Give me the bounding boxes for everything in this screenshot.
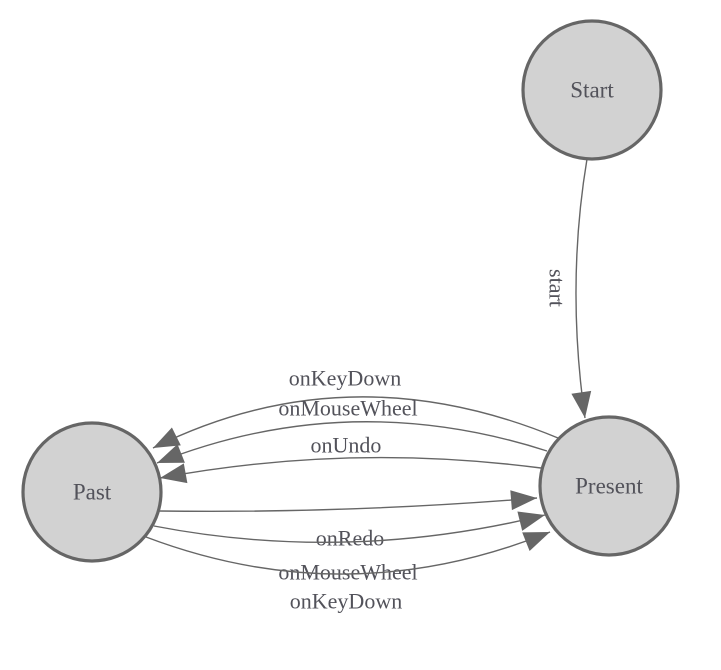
- edge-line-onkeydown-to-past: [152, 396, 559, 449]
- state-label-past: Past: [73, 480, 112, 505]
- state-circle-past: [21, 421, 163, 563]
- edge-label-start: start: [545, 269, 570, 307]
- edge-label-onkeydown-to-present: onKeyDown: [290, 589, 402, 614]
- edge-onundo-to-past: onUndo: [159, 433, 542, 484]
- edge-onkeydown-to-past: onKeyDown: [152, 366, 559, 449]
- arrowhead-start-to-present: [571, 390, 592, 418]
- state-node-past: Past: [21, 421, 163, 563]
- arrowhead-onmousewheel-to-past: [157, 444, 185, 463]
- arrowhead-onkeydown-to-past: [153, 427, 181, 448]
- edge-line-start: [575, 158, 588, 419]
- arrowhead-onredo-to-present: [510, 490, 537, 511]
- edge-onkeydown-to-present: onKeyDown: [145, 531, 551, 614]
- state-node-start: Start: [521, 19, 663, 161]
- edge-start-to-present: start: [545, 158, 592, 419]
- edge-line-onmousewheel-to-present: [153, 514, 546, 544]
- arrowhead-onmousewheel-to-present: [517, 511, 545, 531]
- state-circle-start: [521, 19, 663, 161]
- state-node-present: Present: [538, 415, 680, 557]
- edge-onredo-to-present: onRedo: [158, 490, 538, 551]
- edge-label-onredo-to-present: onRedo: [316, 526, 384, 551]
- edge-label-onkeydown-to-past: onKeyDown: [289, 366, 401, 391]
- edge-label-onundo-to-past: onUndo: [311, 433, 382, 458]
- arrowhead-onkeydown-to-present: [522, 532, 550, 551]
- state-label-present: Present: [575, 474, 643, 499]
- state-circle-present: [538, 415, 680, 557]
- edge-line-onredo-to-present: [158, 497, 538, 513]
- edge-line-onmousewheel-to-past: [156, 421, 548, 464]
- edge-line-onkeydown-to-present: [145, 531, 551, 575]
- arrowhead-onundo-to-past: [160, 463, 188, 484]
- edge-onmousewheel-to-past: onMouseWheel: [156, 396, 548, 464]
- edge-label-onmousewheel-to-past: onMouseWheel: [278, 396, 417, 421]
- state-label-start: Start: [570, 78, 614, 103]
- edge-line-onundo-to-past: [159, 456, 542, 479]
